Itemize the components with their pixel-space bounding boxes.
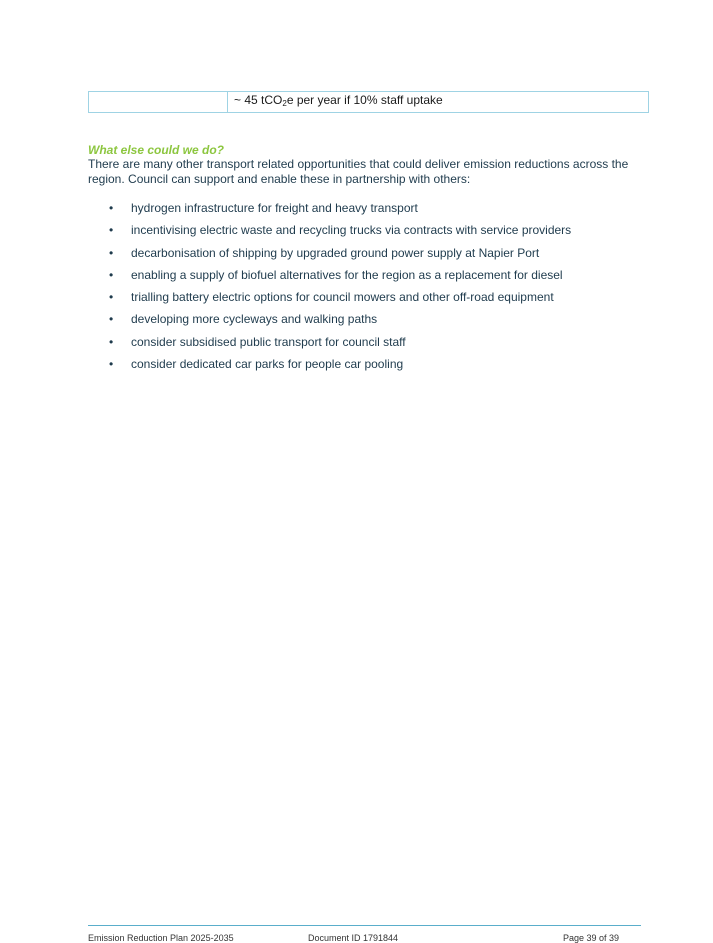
section-heading: What else could we do?	[88, 143, 225, 157]
list-item: • decarbonisation of shipping by upgraded…	[88, 245, 571, 267]
list-item-text: enabling a supply of biofuel alternative…	[131, 267, 563, 282]
footer-document-title: Emission Reduction Plan 2025-2035	[88, 933, 234, 943]
footer-page-number: Page 39 of 39	[563, 933, 620, 943]
bullet-icon: •	[109, 245, 114, 260]
bullet-icon: •	[109, 223, 114, 238]
opportunities-list: • hydrogen infrastructure for freight and…	[88, 200, 571, 378]
list-item-text: consider dedicated car parks for people …	[131, 357, 404, 372]
list-item-text: trialling battery electric options for c…	[131, 290, 554, 305]
bullet-icon: •	[109, 357, 114, 372]
intro-paragraph: There are many other transport related o…	[88, 157, 629, 186]
footer-divider	[88, 925, 641, 926]
list-item-text: consider subsidised public transport for…	[131, 334, 406, 349]
list-item: • enabling a supply of biofuel alternativ…	[88, 267, 571, 289]
value-suffix: e per year if 10% staff uptake	[286, 93, 443, 107]
bullet-icon: •	[109, 267, 114, 282]
table-cell-label	[89, 92, 228, 112]
list-item: • incentivising electric waste and recycl…	[88, 222, 571, 244]
list-item: • trialling battery electric options for …	[88, 289, 571, 311]
value-prefix: ~ 45 tCO	[234, 93, 283, 107]
list-item-text: hydrogen infrastructure for freight and …	[131, 201, 418, 215]
footer-document-id: Document ID 1791844	[308, 933, 399, 943]
list-item: • consider dedicated car parks for people…	[88, 356, 571, 378]
list-item-text: incentivising electric waste and recycli…	[131, 223, 572, 238]
bullet-icon: •	[109, 201, 114, 215]
bullet-icon: •	[109, 290, 114, 305]
emissions-table-row: ~ 45 tCO2e per year if 10% staff uptake	[88, 91, 649, 113]
value-subscript: 2	[282, 99, 287, 108]
list-item: • developing more cycleways and walking p…	[88, 311, 571, 333]
table-cell-value: ~ 45 tCO2e per year if 10% staff uptake	[228, 92, 648, 112]
bullet-icon: •	[109, 334, 114, 349]
list-item: • consider subsidised public transport fo…	[88, 334, 571, 356]
list-item: • hydrogen infrastructure for freight and…	[88, 200, 571, 222]
list-item-text: developing more cycleways and walking pa…	[131, 312, 378, 327]
list-item-text: decarbonisation of shipping by upgraded …	[131, 245, 540, 260]
bullet-icon: •	[109, 312, 114, 327]
